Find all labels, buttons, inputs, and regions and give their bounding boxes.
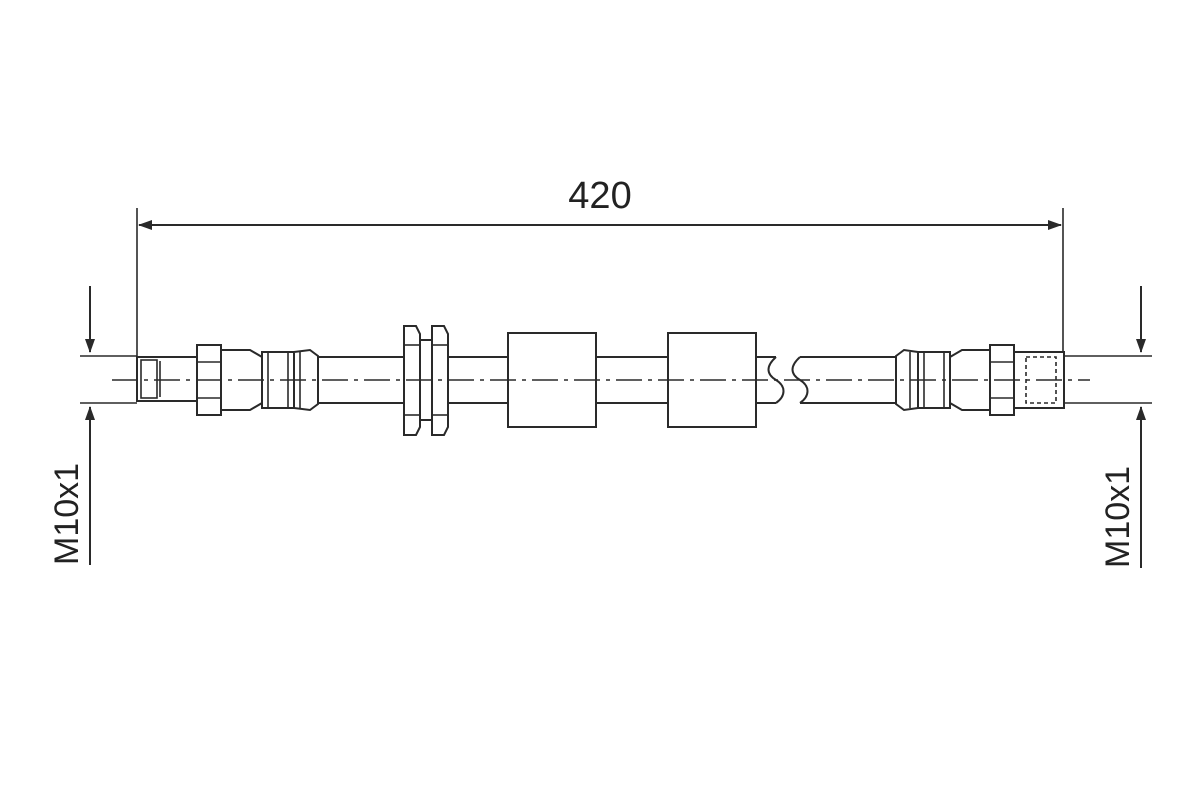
right-thread-label: M10x1 (1099, 466, 1137, 568)
length-dimension: 420 (136, 175, 1064, 360)
left-thread-callout: M10x1 (48, 286, 137, 565)
right-thread-callout: M10x1 (1063, 286, 1152, 568)
left-fitting (136, 344, 319, 416)
length-dimension-value: 420 (568, 175, 631, 217)
left-thread-label: M10x1 (48, 463, 86, 565)
left-threaded-end (136, 356, 200, 402)
